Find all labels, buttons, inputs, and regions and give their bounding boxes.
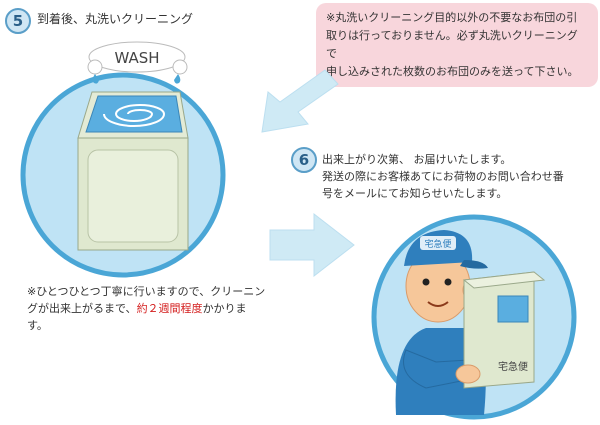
step-6-badge: 6 bbox=[291, 147, 317, 173]
notice-box: ※丸洗いクリーニング目的以外の不要なお布団の引 取りは行っておりません。必ず丸洗… bbox=[316, 3, 598, 87]
step-6-text: 出来上がり次第、 お届けいたします。 発送の際にお客様あてにお荷物のお問い合わせ… bbox=[322, 151, 592, 202]
notice-line-3: 申し込みされた枚数のお布団のみを送って下さい。 bbox=[326, 65, 579, 78]
step-6-line-3: 号をメールにてお知らせいたします。 bbox=[322, 187, 508, 200]
notice-line-2: 取りは行っておりません。必ず丸洗いクリーニングで bbox=[326, 29, 578, 60]
step-5-title: 到着後、丸洗いクリーニング bbox=[37, 12, 194, 26]
step-5-number: 5 bbox=[12, 12, 24, 30]
step-5-note: ※ひとつひとつ丁寧に行いますので、クリーニングが出来上がるまで、約２週間程度かか… bbox=[27, 283, 267, 334]
step-6-line-2: 発送の際にお客様あてにお荷物のお問い合わせ番 bbox=[322, 170, 564, 183]
step-5-badge: 5 bbox=[5, 8, 31, 34]
washing-illustration: WASH bbox=[20, 41, 226, 278]
machine-drum bbox=[85, 95, 183, 133]
machine-door bbox=[87, 149, 179, 243]
cap-text: 宅急便 bbox=[424, 238, 451, 250]
step-6-line-1: 出来上がり次第、 お届けいたします。 bbox=[322, 153, 512, 166]
right-arrow-icon bbox=[269, 212, 355, 278]
droplet-icon bbox=[92, 74, 99, 84]
wash-bubble: WASH bbox=[87, 41, 188, 75]
delivery-illustration: 宅急便 宅急便 bbox=[371, 214, 577, 420]
hand bbox=[455, 364, 481, 384]
eye bbox=[444, 278, 452, 286]
step-5-note-after: かかります。 bbox=[27, 302, 247, 332]
parcel-label bbox=[497, 295, 529, 323]
diagonal-arrow-icon bbox=[261, 69, 339, 133]
droplet-icon bbox=[174, 74, 181, 84]
box-text: 宅急便 bbox=[498, 360, 528, 373]
wash-bubble-text: WASH bbox=[114, 49, 159, 67]
step-5-note-before: ※ひとつひとつ丁寧に行いますので、クリーニングが出来上がるまで、 bbox=[27, 285, 266, 315]
step-6-number: 6 bbox=[298, 151, 310, 169]
eye bbox=[422, 278, 430, 286]
mouth bbox=[427, 301, 449, 307]
cap-brim bbox=[460, 260, 488, 269]
swirl-icon bbox=[103, 104, 166, 127]
step-5-note-highlight: 約２週間程度 bbox=[136, 302, 203, 315]
notice-line-1: ※丸洗いクリーニング目的以外の不要なお布団の引 bbox=[326, 11, 578, 24]
